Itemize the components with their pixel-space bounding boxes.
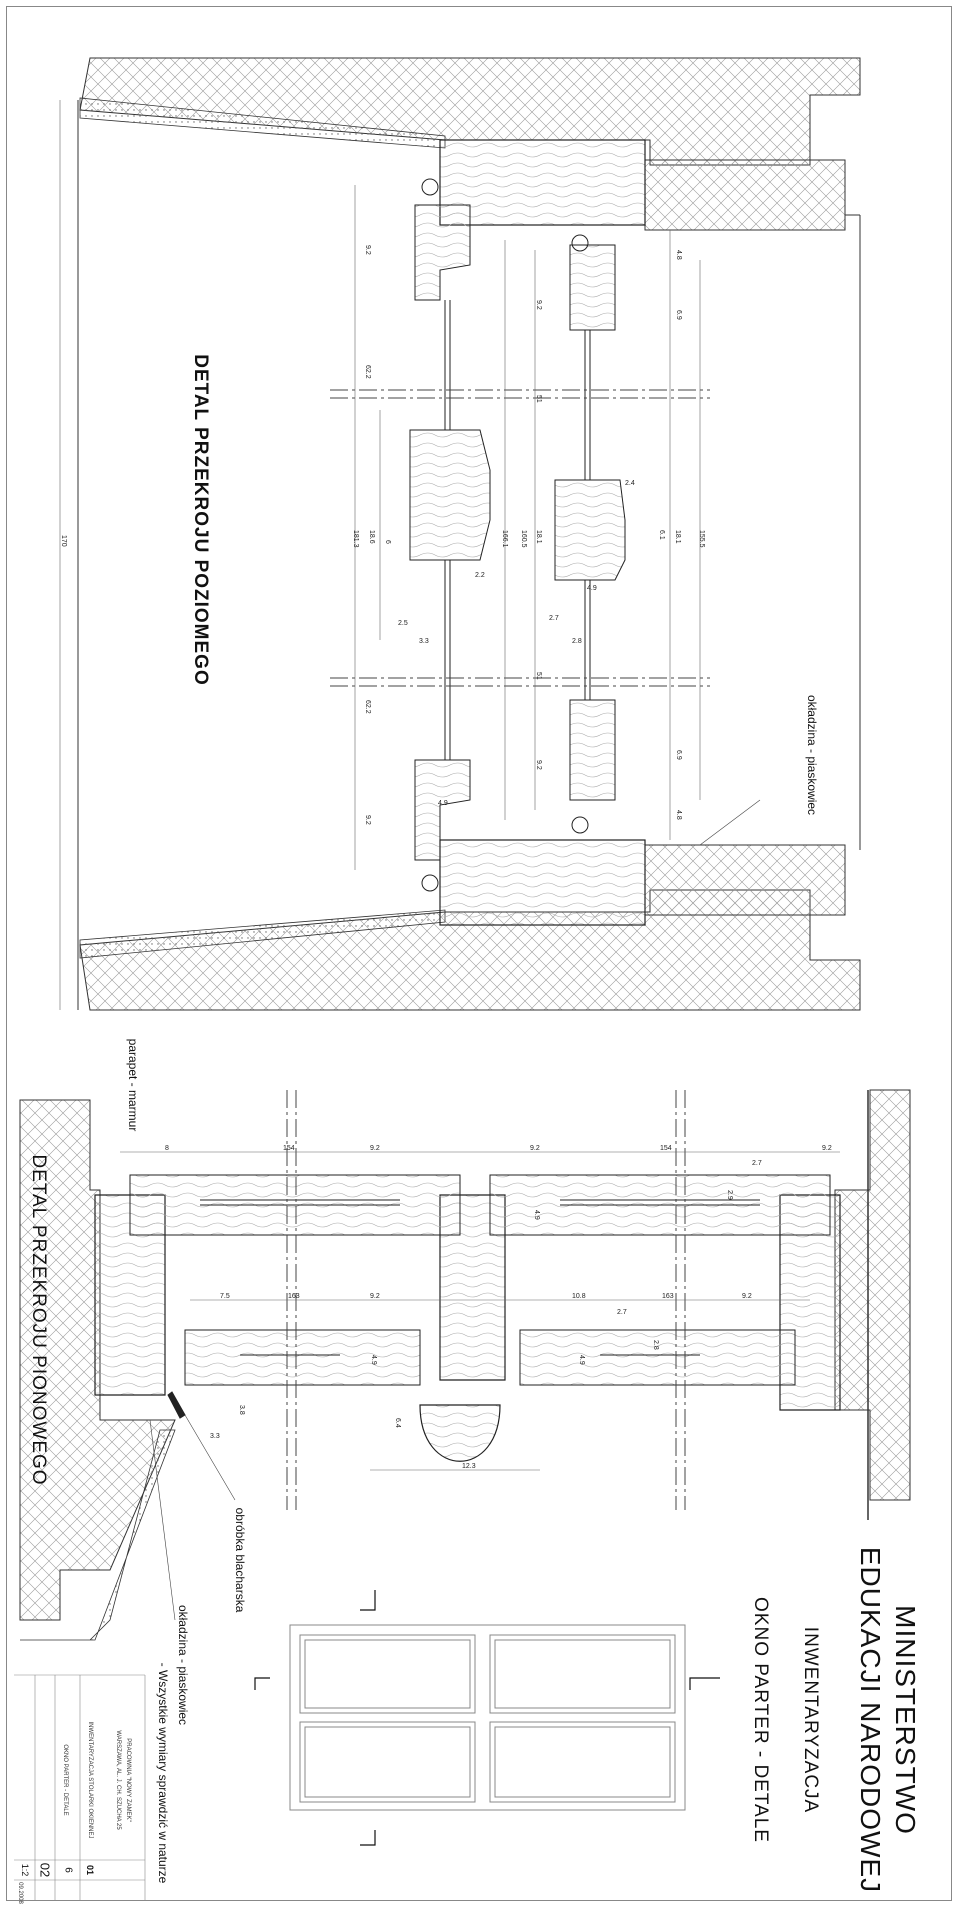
dim-bot-a1: 8 bbox=[165, 1145, 169, 1152]
heading-vertical-section: DETAL PRZEKROJU PIONOWEGO bbox=[28, 1154, 49, 1486]
dim-bot-a8: 2.9 bbox=[726, 1190, 733, 1200]
title-line-3: INWENTARYZACJA bbox=[800, 1626, 821, 1814]
dim-top-27: 4.8 bbox=[675, 810, 682, 820]
dim-top-16: 2.4 bbox=[625, 480, 635, 487]
dim-bot-b9: 4.9 bbox=[370, 1355, 377, 1365]
dim-top-15: 6.9 bbox=[675, 310, 682, 320]
dim-top-13: 155.5 bbox=[698, 530, 705, 548]
dim-bot-a6: 9.2 bbox=[822, 1145, 832, 1152]
dim-top-3: 181.3 bbox=[352, 530, 359, 548]
label-parapet: parapet - marmur bbox=[126, 1038, 140, 1132]
dim-bot-a2: 154 bbox=[283, 1145, 295, 1152]
tb-office: PRACOWNIA "NOWY ZAMEK" bbox=[125, 1738, 131, 1822]
dim-bot-a9: 4.9 bbox=[533, 1210, 540, 1220]
dim-top-2: 62.2 bbox=[364, 365, 371, 379]
dim-bot-a4: 9.2 bbox=[530, 1145, 540, 1152]
label-flashing: obróbka blacharska bbox=[233, 1507, 247, 1613]
label-cladding-bottom: okładzina - piaskowiec bbox=[176, 1604, 190, 1726]
dim-top-6: 166.1 bbox=[501, 530, 508, 548]
dim-top-9: 51 bbox=[535, 395, 542, 403]
window-elevation-thumbnail bbox=[289, 1624, 686, 1811]
dim-bot-b7: 2.7 bbox=[617, 1309, 627, 1316]
dim-top-12: 18.1 bbox=[674, 530, 681, 544]
dim-top-28: 9.2 bbox=[364, 815, 371, 825]
dim-bot-b6: 9.2 bbox=[742, 1293, 752, 1300]
tb-address: WARSZAWA, AL. J. CH. SZUCHA 25 bbox=[115, 1730, 121, 1830]
dim-top-26: 6.9 bbox=[675, 750, 682, 760]
title-line-4: OKNO PARTER - DETALE bbox=[750, 1597, 771, 1843]
general-note: - Wszystkie wymiary sprawdzić w naturze bbox=[156, 1662, 170, 1884]
dim-bot-b5: 163 bbox=[662, 1293, 674, 1300]
dim-top-20: 2.8 bbox=[572, 638, 582, 645]
dim-bot-b4: 10.8 bbox=[572, 1293, 586, 1300]
dim-bot-b8: 2.8 bbox=[652, 1340, 659, 1350]
title-line-1: MINISTERSTWO bbox=[890, 1605, 921, 1835]
dim-top-1: 9.2 bbox=[364, 245, 371, 255]
dim-bot-c2: 3.3 bbox=[210, 1433, 220, 1440]
label-cladding-top: okładzina - piaskowiec bbox=[805, 694, 819, 816]
drawing-sheet bbox=[6, 6, 952, 1901]
dim-bot-a5: 154 bbox=[660, 1145, 672, 1152]
dim-bot-c1: 3.8 bbox=[238, 1405, 245, 1415]
dim-top-7: 160.5 bbox=[520, 530, 527, 548]
tb-stage-no: 01 bbox=[85, 1864, 95, 1876]
tb-sheet: 6 bbox=[62, 1867, 74, 1873]
dim-top-18: 4.9 bbox=[587, 585, 597, 592]
dim-overall: 170 bbox=[60, 535, 67, 547]
dim-top-25: 9.2 bbox=[535, 760, 542, 770]
dim-bot-b10: 4.9 bbox=[578, 1355, 585, 1365]
dim-top-17: 2.2 bbox=[475, 572, 485, 579]
dim-bot-b1: 7.5 bbox=[220, 1293, 230, 1300]
tb-number: 02 bbox=[37, 1862, 53, 1878]
dim-top-8: 9.2 bbox=[535, 300, 542, 310]
dim-top-5: 6 bbox=[384, 540, 391, 544]
dim-bot-b2: 163 bbox=[288, 1293, 300, 1300]
dim-top-4: 18.6 bbox=[368, 530, 375, 544]
dim-top-21: 2.5 bbox=[398, 620, 408, 627]
tb-project: INWENTARYZACJA STOLARKI OKIENNEJ bbox=[87, 1721, 93, 1839]
title-line-2: EDUKACJI NARODOWEJ bbox=[855, 1546, 886, 1894]
dim-top-22: 3.3 bbox=[419, 638, 429, 645]
tb-date: 09.2008 bbox=[17, 1882, 23, 1904]
dim-top-19: 2.7 bbox=[549, 615, 559, 622]
dim-top-14: 4.8 bbox=[675, 250, 682, 260]
dim-top-29: 4.9 bbox=[438, 800, 448, 807]
tb-drawing: OKNO PARTER - DETALE bbox=[62, 1744, 68, 1816]
dim-bot-c4: 12.3 bbox=[462, 1463, 476, 1470]
tb-scale: 1:2 bbox=[20, 1863, 30, 1877]
dim-top-10: 18.1 bbox=[535, 530, 542, 544]
dim-top-23: 62.2 bbox=[364, 700, 371, 714]
dim-bot-c3: 6.4 bbox=[394, 1418, 401, 1428]
dim-bot-a3: 9.2 bbox=[370, 1145, 380, 1152]
dim-bot-b3: 9.2 bbox=[370, 1293, 380, 1300]
dim-top-24: 51 bbox=[535, 672, 542, 680]
dim-top-11: 6.1 bbox=[658, 530, 665, 540]
heading-horizontal-section: DETAL PRZEKROJU POZIOMEGO bbox=[190, 354, 211, 686]
dim-bot-a7: 2.7 bbox=[752, 1160, 762, 1167]
